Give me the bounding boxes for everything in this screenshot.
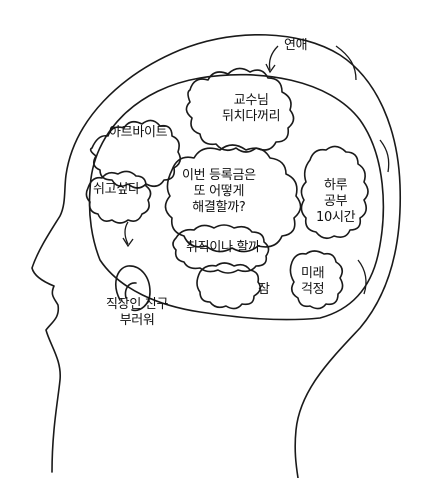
label-envy: 직장인 친구 부러워 bbox=[106, 297, 168, 329]
label-study-line3: 10시간 bbox=[316, 210, 356, 225]
lobe-future bbox=[289, 250, 344, 310]
lobe-study bbox=[300, 145, 369, 240]
brain-boundary bbox=[88, 73, 385, 321]
label-envy-line1: 직장인 친구 bbox=[106, 297, 169, 312]
lobe-rest bbox=[85, 170, 152, 224]
label-parttime: 아르바이트 bbox=[109, 125, 168, 140]
label-rest: 쉬고싶다 bbox=[93, 182, 140, 197]
label-study-line1: 하루 bbox=[323, 178, 348, 193]
label-future-line1: 미래 bbox=[301, 266, 325, 281]
label-tuition: 이번 등록금은 또 어떻게 해결할까? bbox=[182, 168, 256, 216]
label-tuition-line2: 또 어떻게 bbox=[193, 184, 245, 199]
label-professor-line1: 교수님 bbox=[233, 93, 269, 108]
label-sleep: 잠 bbox=[258, 282, 270, 297]
label-study-line2: 공부 bbox=[323, 194, 348, 209]
label-study: 하루 공부 10시간 bbox=[316, 178, 356, 226]
label-professor-line2: 뒤치다꺼리 bbox=[222, 109, 281, 124]
label-envy-line2: 부러워 bbox=[119, 313, 155, 328]
lobe-tuition bbox=[164, 144, 302, 253]
label-tuition-line1: 이번 등록금은 bbox=[182, 168, 256, 183]
label-future-line2: 걱정 bbox=[301, 282, 325, 297]
label-tuition-line3: 해결할까? bbox=[192, 200, 246, 215]
label-romance: 연애 bbox=[284, 38, 308, 53]
label-future: 미래 걱정 bbox=[301, 266, 325, 298]
lobe-professor bbox=[185, 67, 295, 153]
head-outline bbox=[31, 34, 402, 478]
lobe-parttime bbox=[89, 119, 182, 189]
label-professor: 교수님 뒤치다꺼리 bbox=[222, 93, 281, 125]
lobe-sleep bbox=[196, 262, 262, 310]
lobe-job bbox=[172, 224, 270, 274]
label-job: 취직이나 할까 bbox=[186, 240, 260, 255]
